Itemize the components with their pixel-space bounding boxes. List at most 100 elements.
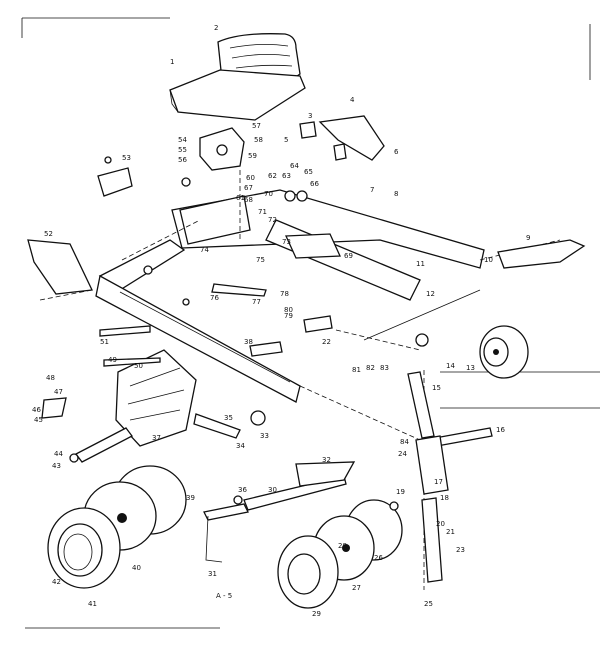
callout-44: 44 [54,450,63,458]
callout-61: 61 [236,194,245,202]
callout-45: 45 [34,416,43,424]
callout-74: 74 [200,246,209,254]
pedal-32 [295,461,356,487]
callout-65: 65 [304,168,313,176]
guide-upper-left [121,219,201,261]
callout-26: 26 [374,554,383,562]
callout-33: 33 [260,432,269,440]
seat-ribs [229,44,293,69]
callout-21: 21 [446,528,455,536]
callout-47: 47 [54,388,63,396]
nut-65 [296,190,308,202]
callout-2: 2 [214,24,218,32]
callout-13: 13 [466,364,475,372]
steering-column-15 [407,371,435,439]
callout-59: 59 [248,152,257,160]
callout-81: 81 [352,366,361,374]
seat [169,33,306,121]
hardware-pieces [99,156,333,367]
callout-72: 72 [268,216,277,224]
rear-hub-28 [342,544,350,552]
rear-wheel-left [47,465,187,589]
axle-end-43 [69,453,79,463]
axle-pivot-bolt [415,333,429,347]
callout-25: 25 [424,600,433,608]
seat-mount-plate [179,195,251,245]
callout-17: 17 [434,478,443,486]
chassis-frame [95,189,485,403]
callout-23: 23 [456,546,465,554]
clip-3b [333,143,347,161]
callout-58: 58 [254,136,263,144]
callout-6: 6 [394,148,399,156]
callout-31: 31 [208,570,217,578]
rear-rim-inner [63,533,93,571]
rear-wheel-right [277,499,403,609]
callout-57: 57 [252,122,261,130]
callout-20: 20 [436,520,445,528]
callout-29: 29 [312,610,321,618]
callout-11: 11 [416,260,425,268]
callout-67: 67 [244,184,253,192]
callout-46: 46 [32,406,41,414]
callout-18: 18 [440,494,449,502]
callout-3: 3 [308,112,312,120]
callout-39: 39 [186,494,195,502]
callout-76: 76 [210,294,219,302]
bolt-3 [143,265,153,275]
shift-lever-35 [193,413,241,439]
callout-40: 40 [132,564,141,572]
washer-60 [104,156,112,164]
callout-15: 15 [432,384,441,392]
seat-pan [169,69,306,121]
transaxle-body-37 [115,349,197,447]
callout-79: 79 [284,312,293,320]
callout-73: 73 [282,238,291,246]
callout-10: 10 [484,256,493,264]
nut-64 [284,190,296,202]
rod-end-36 [233,495,243,505]
callout-60: 60 [246,174,255,182]
spindle-18 [415,435,449,495]
callout-42: 42 [52,578,61,586]
callout-68: 68 [244,196,253,204]
callout-77: 77 [252,298,261,306]
link-79 [303,315,333,333]
transaxle-ribs [127,367,185,421]
lever-77 [211,283,267,297]
callout-9: 9 [526,234,530,242]
callout-8: 8 [394,190,398,198]
figure-code: A - 5 [216,592,232,600]
fender-9 [497,239,586,269]
callout-51: 51 [100,338,109,346]
callout-82: 82 [366,364,375,372]
callout-71: 71 [258,208,267,216]
callout-35: 35 [224,414,233,422]
support-73 [285,233,341,259]
axle-shaft-44 [75,427,133,463]
callout-22: 22 [322,338,331,346]
callout-62: 62 [268,172,277,180]
callout-56: 56 [178,156,187,164]
callout-7: 7 [370,186,374,194]
guide-to-fender-left [39,289,93,301]
callout-43: 43 [52,462,61,470]
fender-52 [27,239,93,295]
callout-50: 50 [134,362,143,370]
brake-rod-bend [205,515,223,563]
rod-49 [103,357,161,367]
brake-rod-31 [203,503,249,521]
left-bracket-53 [97,167,133,197]
callout-63: 63 [282,172,291,180]
tie-rod-25 [421,497,443,583]
link-22 [249,341,283,357]
callout-84: 84 [400,438,409,446]
seat-pan-edge [169,89,179,113]
bracket-bolt [216,144,228,156]
rear-rim-40 [57,523,103,577]
front-hub-13 [493,349,499,355]
fender-6 [318,115,385,161]
callout-41: 41 [88,600,97,608]
rod-51 [99,325,151,337]
